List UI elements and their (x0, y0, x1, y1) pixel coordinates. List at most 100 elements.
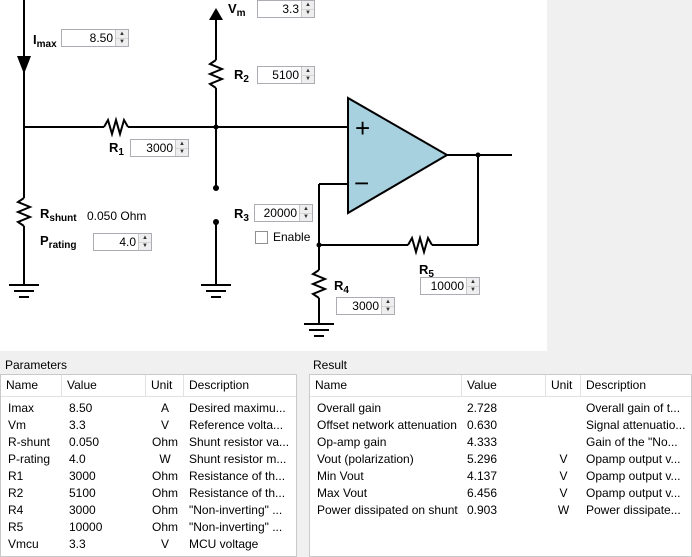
spin-up-icon[interactable]: ▲ (467, 278, 479, 287)
cell-name: Power dissipated on shunt (317, 503, 458, 517)
table-row[interactable]: R1 3000 Ohm Resistance of th... (1, 468, 296, 485)
r5-input[interactable] (421, 278, 466, 294)
prating-input[interactable] (94, 234, 138, 250)
cell-unit (546, 400, 581, 417)
r3-enable-checkbox[interactable] (255, 231, 268, 244)
cell-name: Offset network attenuation (317, 418, 457, 432)
cell-unit (546, 417, 581, 434)
cell-value: 8.50 (69, 401, 93, 415)
cell-name: P-rating (8, 452, 51, 466)
spin-up-icon[interactable]: ▲ (382, 298, 394, 307)
cell-unit: V (559, 469, 568, 483)
spin-down-icon[interactable]: ▼ (176, 148, 188, 156)
column-header-value[interactable]: Value (62, 375, 146, 396)
cell-name: R-shunt (8, 435, 51, 449)
column-header-name[interactable]: Name (1, 375, 62, 396)
cell-value: 4.333 (467, 435, 498, 449)
vm-input[interactable] (258, 1, 301, 17)
spin-up-icon[interactable]: ▲ (302, 67, 314, 76)
cell-name: Vout (polarization) (317, 452, 414, 466)
table-row[interactable]: Max Vout 6.456 V Opamp output v... (310, 485, 691, 502)
r4-stepper[interactable]: ▲▼ (336, 297, 395, 315)
r1-stepper[interactable]: ▲▼ (130, 139, 189, 157)
r1-label: R1 (109, 140, 124, 158)
cell-value: 6.456 (467, 486, 498, 500)
table-row[interactable]: Vout (polarization) 5.296 V Opamp output… (310, 451, 691, 468)
resistor-r5-icon (407, 234, 433, 256)
spin-up-icon[interactable]: ▲ (139, 234, 151, 243)
spin-down-icon[interactable]: ▼ (139, 242, 151, 250)
table-row[interactable]: R4 3000 Ohm "Non-inverting" ... (1, 502, 296, 519)
cell-name: Max Vout (317, 486, 368, 500)
imax-input[interactable] (62, 30, 115, 46)
switch-contact (213, 185, 219, 191)
rshunt-value: 0.050 Ohm (87, 209, 147, 223)
column-header-value[interactable]: Value (462, 375, 546, 396)
column-header-name[interactable]: Name (310, 375, 462, 396)
cell-unit: A (160, 401, 169, 415)
table-row[interactable]: Min Vout 4.137 V Opamp output v... (310, 468, 691, 485)
table-row[interactable]: Op-amp gain 4.333 Gain of the "No... (310, 434, 691, 451)
cell-description: Shunt resistor m... (189, 452, 287, 466)
r2-input[interactable] (258, 67, 301, 83)
cell-value: 3.3 (69, 418, 86, 432)
cell-unit: V (160, 418, 169, 432)
cell-unit: Ohm (151, 520, 178, 534)
r1-input[interactable] (131, 140, 175, 156)
r3-input[interactable] (255, 205, 299, 221)
table-row[interactable]: Vmcu 3.3 V MCU voltage (1, 536, 296, 553)
r5-label: R5 (419, 262, 434, 280)
table-row[interactable]: Power dissipated on shunt 0.903 W Power … (310, 502, 691, 519)
table-row[interactable]: R-shunt 0.050 Ohm Shunt resistor va... (1, 434, 296, 451)
rshunt-label: Rshunt (40, 206, 77, 224)
opamp-plus-sign: + (355, 113, 370, 143)
cell-name: Overall gain (317, 401, 382, 415)
spin-down-icon[interactable]: ▼ (467, 286, 479, 294)
vm-stepper[interactable]: ▲▼ (257, 0, 315, 18)
cell-description: Opamp output v... (586, 469, 681, 483)
r4-input[interactable] (337, 298, 381, 314)
cell-description: Reference volta... (189, 418, 284, 432)
spin-down-icon[interactable]: ▼ (302, 75, 314, 83)
column-header-unit[interactable]: Unit (146, 375, 184, 396)
r3-stepper[interactable]: ▲▼ (254, 204, 313, 222)
spin-down-icon[interactable]: ▼ (300, 213, 312, 221)
table-row[interactable]: Vm 3.3 V Reference volta... (1, 417, 296, 434)
result-table[interactable]: Name Value Unit Description Overall gain… (309, 374, 692, 557)
r3-enable-label[interactable]: Enable (273, 230, 311, 244)
cell-value: 5.296 (467, 452, 498, 466)
voltage-arrow-icon (209, 8, 223, 20)
cell-value: 4.0 (69, 452, 86, 466)
table-row[interactable]: Overall gain 2.728 Overall gain of t... (310, 400, 691, 417)
cell-name: Op-amp gain (317, 435, 387, 449)
spin-down-icon[interactable]: ▼ (382, 306, 394, 314)
cell-name: Imax (8, 401, 35, 415)
cell-value: 0.903 (467, 503, 498, 517)
spin-down-icon[interactable]: ▼ (116, 38, 128, 46)
prating-stepper[interactable]: ▲▼ (93, 233, 152, 251)
table-row[interactable]: Offset network attenuation 0.630 Signal … (310, 417, 691, 434)
table-row[interactable]: P-rating 4.0 W Shunt resistor m... (1, 451, 296, 468)
resistor-r4-icon (310, 269, 328, 299)
r2-stepper[interactable]: ▲▼ (257, 66, 315, 84)
junction-dot (475, 152, 481, 158)
imax-stepper[interactable]: ▲▼ (61, 29, 129, 47)
parameters-table[interactable]: Name Value Unit Description Imax 8.50 A … (0, 374, 297, 557)
junction-dot (316, 242, 322, 248)
column-header-unit[interactable]: Unit (546, 375, 581, 396)
spin-up-icon[interactable]: ▲ (300, 205, 312, 214)
table-row[interactable]: R2 5100 Ohm Resistance of th... (1, 485, 296, 502)
column-header-description[interactable]: Description (581, 375, 691, 396)
cell-value: 5100 (69, 486, 96, 500)
spin-down-icon[interactable]: ▼ (302, 9, 314, 17)
spin-up-icon[interactable]: ▲ (302, 1, 314, 10)
spin-up-icon[interactable]: ▲ (116, 30, 128, 39)
r5-stepper[interactable]: ▲▼ (420, 277, 480, 295)
cell-value: 3000 (69, 503, 96, 517)
opamp-icon (347, 96, 449, 215)
table-row[interactable]: Imax 8.50 A Desired maximu... (1, 400, 296, 417)
cell-description: "Non-inverting" ... (189, 520, 283, 534)
table-row[interactable]: R5 10000 Ohm "Non-inverting" ... (1, 519, 296, 536)
spin-up-icon[interactable]: ▲ (176, 140, 188, 149)
column-header-description[interactable]: Description (184, 375, 296, 396)
